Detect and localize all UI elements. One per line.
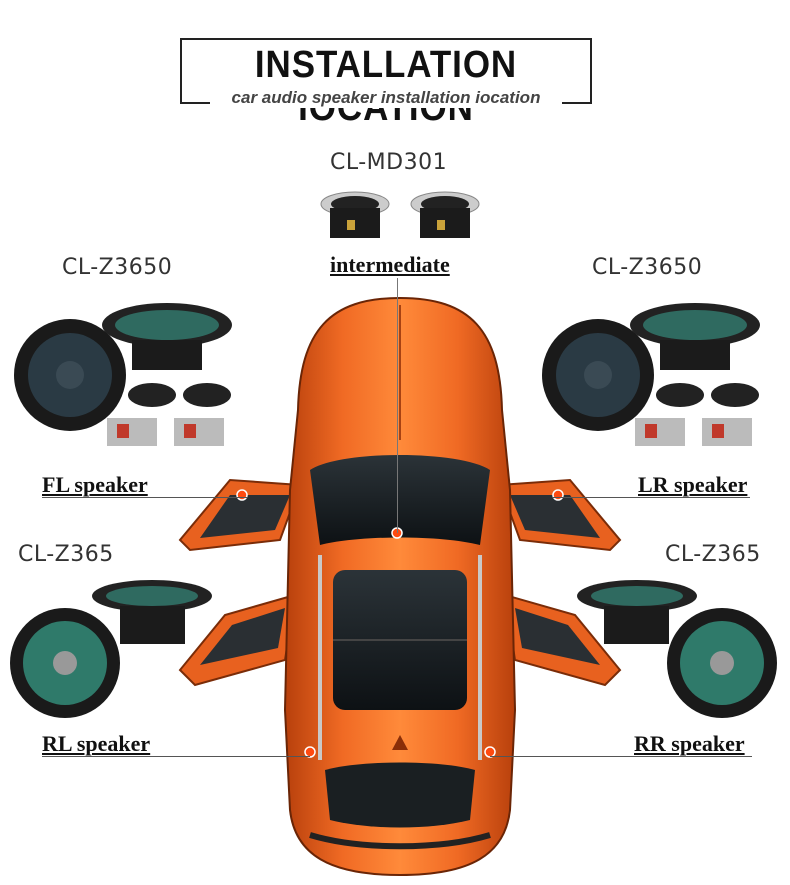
car-top-view	[178, 296, 622, 877]
fr-leader-line	[553, 497, 750, 498]
fl-model-label: CL-Z3650	[62, 255, 173, 280]
rl-leader-line	[42, 756, 310, 757]
rear-left-door	[178, 593, 297, 687]
fr-speaker-set-image	[542, 303, 760, 446]
page-title: INSTALLATION IOCATION	[254, 44, 518, 129]
rl-speaker-marker	[304, 746, 316, 758]
windshield	[310, 455, 490, 545]
center-speaker-label: intermediate	[330, 252, 450, 277]
page-subtitle: car audio speaker installation iocation	[210, 88, 562, 108]
front-right-door	[498, 478, 622, 552]
rl-speaker-label: RL speaker	[42, 731, 151, 756]
rr-speaker-set-image	[577, 580, 777, 718]
fl-speaker-label: FL speaker	[42, 472, 148, 497]
rr-leader-line	[490, 756, 752, 757]
fl-speaker-marker	[236, 489, 248, 501]
center-model-label: CL-MD301	[330, 150, 448, 175]
fr-speaker-label: LR speaker	[638, 472, 748, 497]
center-leader-line	[397, 278, 398, 533]
rl-speaker-set-image	[10, 580, 212, 718]
fl-leader-line	[42, 497, 247, 498]
tweeter-left	[320, 191, 390, 238]
center-speakers-image	[320, 191, 480, 238]
fr-model-label: CL-Z3650	[592, 255, 703, 280]
front-left-door	[178, 478, 302, 552]
fr-speaker-marker	[552, 489, 564, 501]
rl-model-label: CL-Z365	[18, 542, 114, 567]
fl-speaker-set-image	[14, 303, 232, 446]
rr-speaker-marker	[484, 746, 496, 758]
rr-model-label: CL-Z365	[665, 542, 761, 567]
tweeter-right	[410, 191, 480, 238]
rear-right-door	[503, 593, 622, 687]
rr-speaker-label: RR speaker	[634, 731, 745, 756]
